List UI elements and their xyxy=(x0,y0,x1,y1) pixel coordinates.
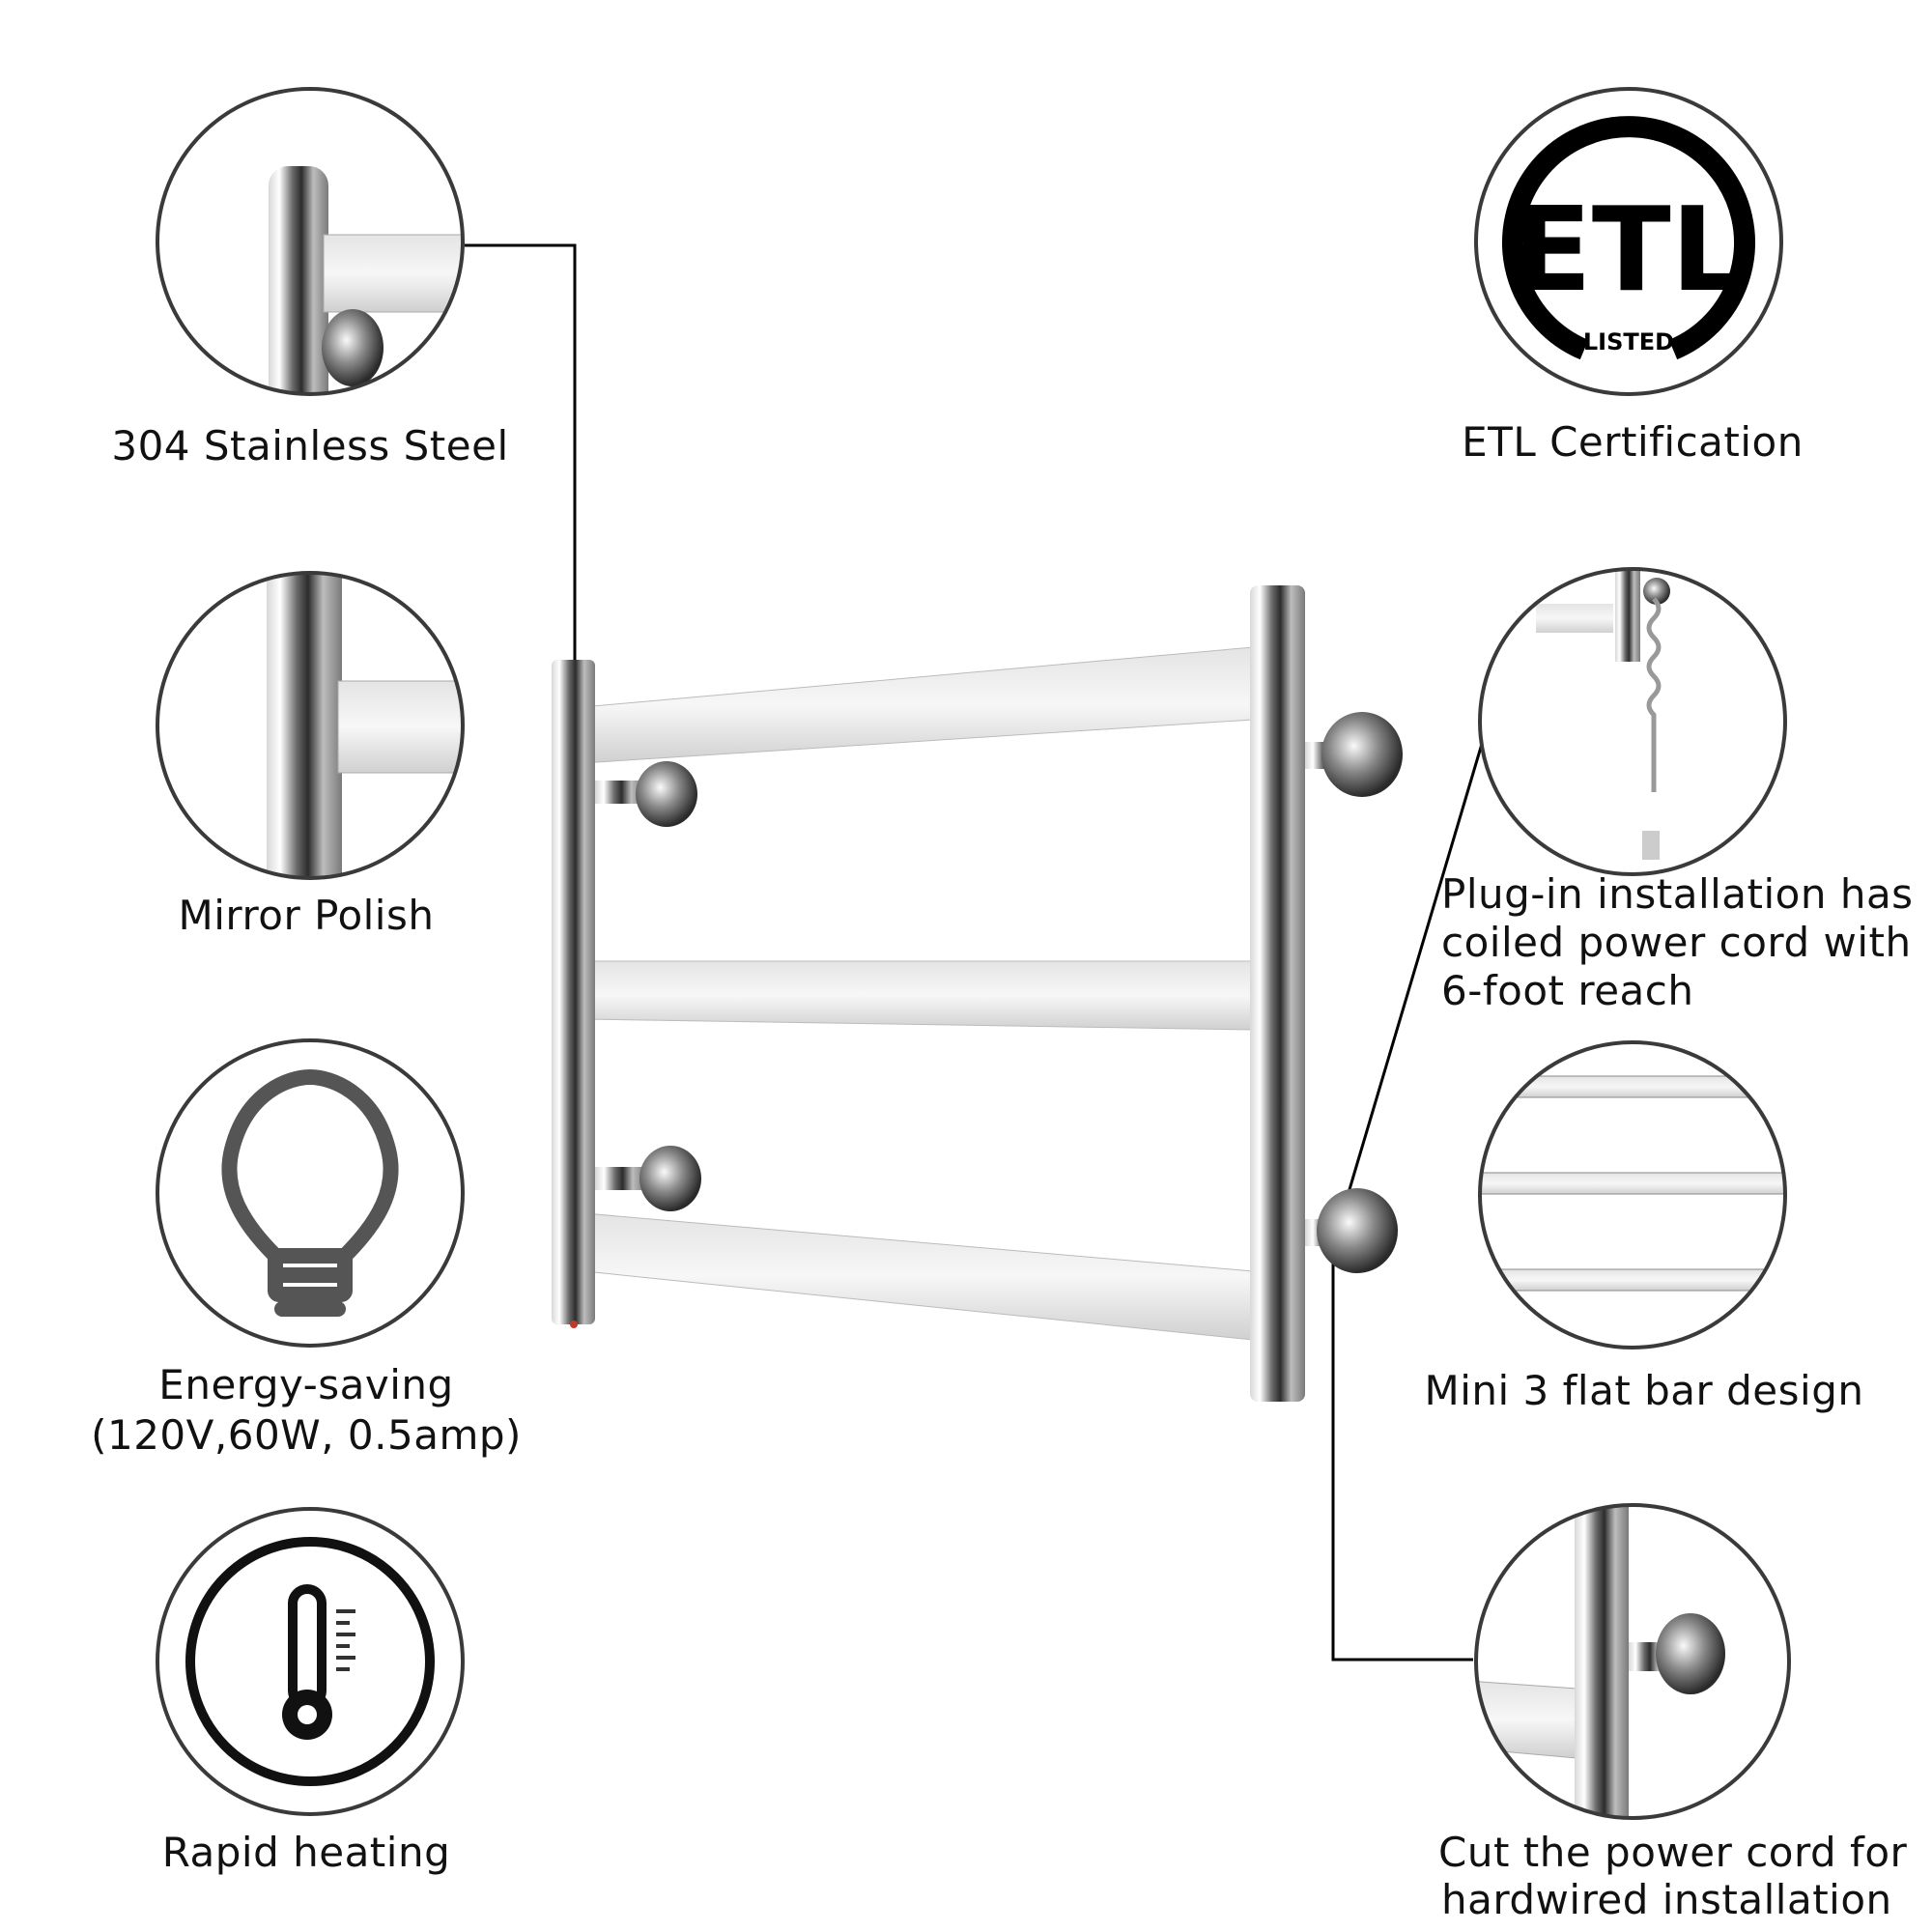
connector-line-hardwire xyxy=(1331,1240,1473,1662)
feature-label-steel: 304 Stainless Steel xyxy=(111,422,509,469)
top-bar xyxy=(582,646,1254,764)
right-post xyxy=(1250,585,1305,1402)
polished-tube-closeup xyxy=(267,573,463,878)
bottom-bar xyxy=(583,1212,1254,1341)
left-post xyxy=(552,660,595,1324)
svg-text:LISTED: LISTED xyxy=(1583,328,1674,355)
feature-label-etl: ETL Certification xyxy=(1462,418,1804,466)
towel-rack xyxy=(552,585,1403,1402)
feature-label-heating: Rapid heating xyxy=(162,1829,450,1877)
flat-bars-closeup xyxy=(1480,1075,1785,1292)
feature-label-plugin-2: coiled power cord with xyxy=(1441,919,1912,966)
connector-line-cord xyxy=(1338,743,1484,1223)
feature-label-polish: Mirror Polish xyxy=(178,892,435,939)
svg-text:ETL: ETL xyxy=(1513,184,1745,318)
feature-label-energy-specs: (120V,60W, 0.5amp) xyxy=(91,1411,522,1459)
feature-label-plugin-3: 6-foot reach xyxy=(1441,967,1694,1014)
wall-mount-closeup xyxy=(1476,1505,1725,1818)
feature-label-energy: Energy-saving xyxy=(158,1361,454,1408)
steel-tube-closeup xyxy=(269,166,463,394)
thermometer-icon xyxy=(185,1537,435,1786)
feature-label-plugin-1: Plug-in installation has xyxy=(1441,870,1914,918)
etl-logo: ETL LISTED xyxy=(1474,87,1783,396)
coiled-cord-closeup xyxy=(1536,569,1670,860)
feature-label-hardwire-2: hardwired installation xyxy=(1441,1876,1892,1923)
connector-line-steel xyxy=(465,243,577,664)
feature-label-heating-text: Rapid heating xyxy=(161,1829,451,1876)
lightbulb-icon xyxy=(221,1068,399,1317)
middle-bar xyxy=(582,960,1254,1031)
wall-standoff xyxy=(595,712,1403,1273)
feature-label-flatbar: Mini 3 flat bar design xyxy=(1424,1367,1864,1414)
feature-label-hardwire-1: Cut the power cord for xyxy=(1438,1829,1908,1876)
